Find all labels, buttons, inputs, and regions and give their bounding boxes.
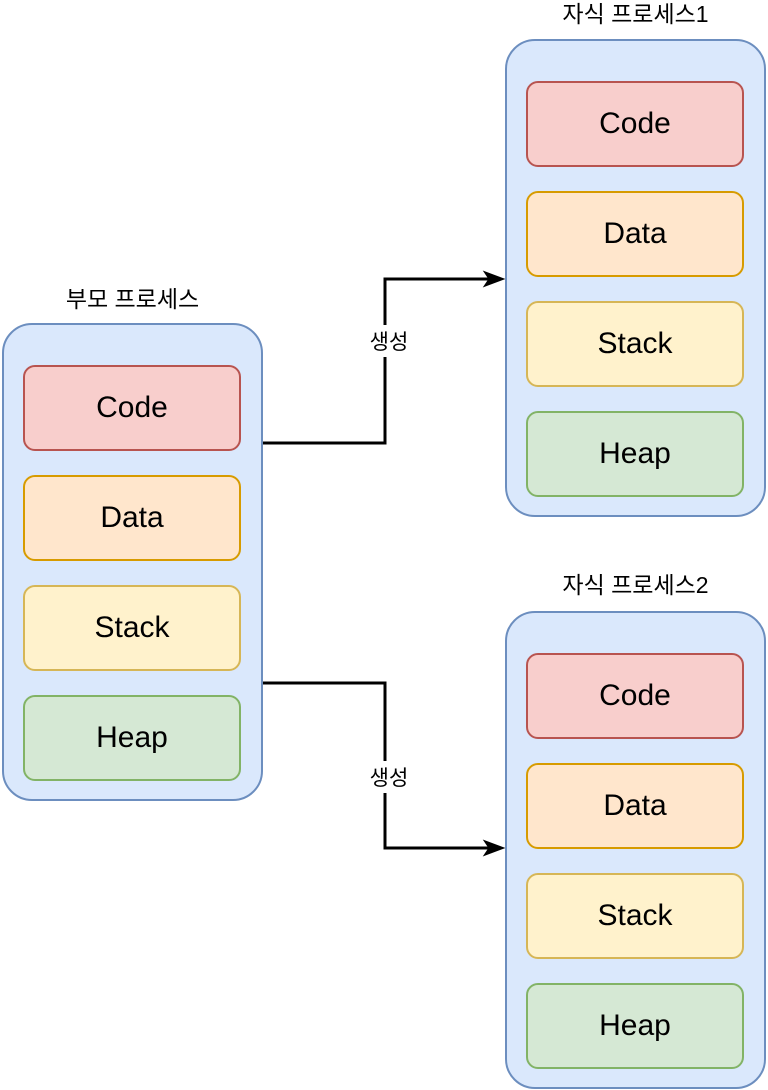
segment-code-label: Code <box>599 107 671 140</box>
segment-code: Code <box>526 81 744 167</box>
segment-code-label: Code <box>599 679 671 712</box>
segment-stack-label: Stack <box>597 327 673 360</box>
segment-heap: Heap <box>526 411 744 497</box>
connector-label-create-2: 생성 <box>366 761 412 793</box>
segment-stack-label: Stack <box>597 899 673 932</box>
segment-heap: Heap <box>526 983 744 1069</box>
segment-heap-label: Heap <box>599 437 671 470</box>
segment-data: Data <box>23 475 241 561</box>
segment-data: Data <box>526 763 744 849</box>
segment-stack: Stack <box>526 873 744 959</box>
process-box-parent: Code Data Stack Heap <box>2 323 263 801</box>
segment-code: Code <box>526 653 744 739</box>
connector-parent-to-child1-line <box>263 277 489 445</box>
segment-data-label: Data <box>100 501 164 534</box>
segment-stack: Stack <box>23 585 241 671</box>
segment-heap-label: Heap <box>599 1009 671 1042</box>
segment-heap: Heap <box>23 695 241 781</box>
arrowhead-icon <box>482 839 506 857</box>
process-title-child2: 자식 프로세스2 <box>562 572 709 598</box>
segment-code-label: Code <box>96 391 168 424</box>
segment-heap-label: Heap <box>96 721 168 754</box>
segment-code: Code <box>23 365 241 451</box>
segment-stack-label: Stack <box>94 611 170 644</box>
arrowhead-icon <box>482 270 506 288</box>
process-box-child1: Code Data Stack Heap <box>505 39 766 517</box>
process-title-child1: 자식 프로세스1 <box>562 1 709 27</box>
process-box-child2: Code Data Stack Heap <box>505 611 766 1089</box>
segment-data: Data <box>526 191 744 277</box>
connector-label-create-1: 생성 <box>366 325 412 357</box>
segment-data-label: Data <box>603 789 667 822</box>
segment-stack: Stack <box>526 301 744 387</box>
process-title-parent: 부모 프로세스 <box>65 286 200 312</box>
segment-data-label: Data <box>603 217 667 250</box>
